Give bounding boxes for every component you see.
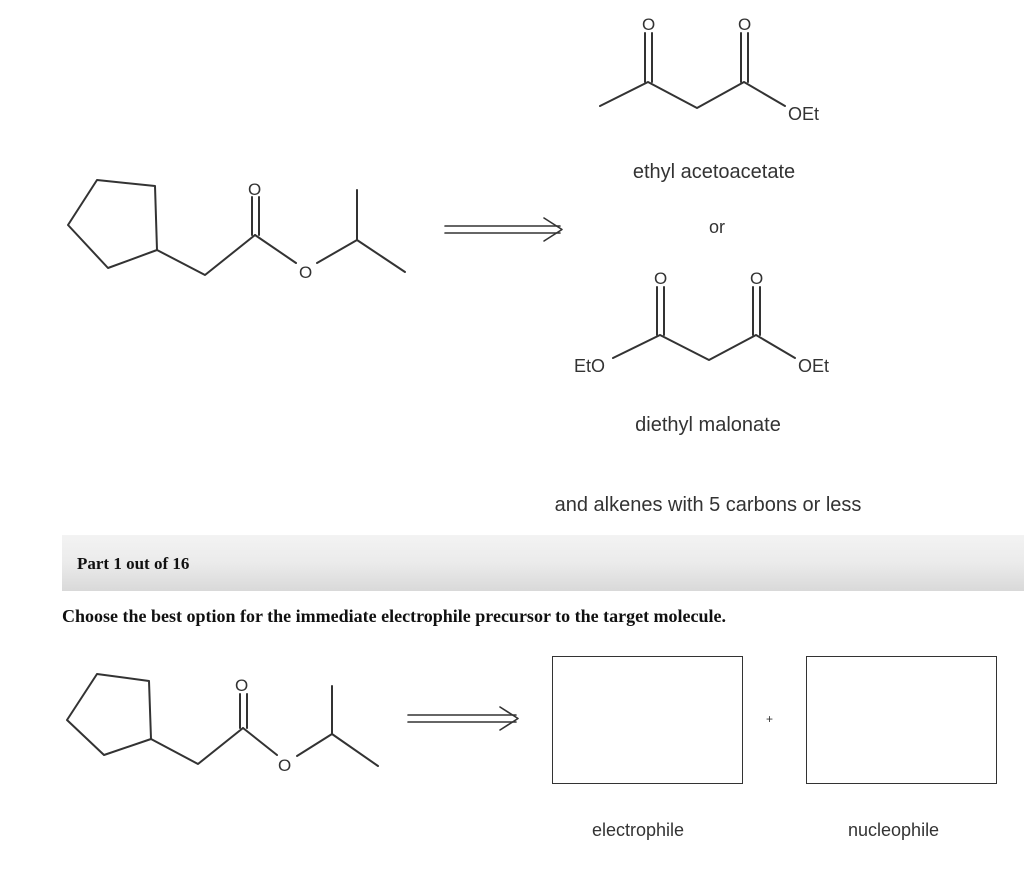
malonate-right-oxygen: O bbox=[750, 269, 763, 288]
nucleophile-label: nucleophile bbox=[848, 820, 940, 840]
diethyl-malonate-label: diethyl malonate bbox=[635, 414, 781, 436]
malonate-left-ethoxy-group: EtO bbox=[574, 356, 605, 376]
answer-cyclopentane-ring bbox=[66, 673, 152, 756]
malonate-chain bbox=[612, 334, 796, 361]
or-connector: or bbox=[709, 217, 725, 237]
ester-c-o-bond bbox=[254, 234, 297, 264]
alkyl-chain-bond bbox=[156, 234, 256, 276]
retrosynthesis-scheme: O O O O OEt ethyl acetoacetate or O O Et… bbox=[67, 15, 862, 516]
diethyl-malonate-structure bbox=[612, 286, 796, 361]
retrosynthesis-arrow bbox=[444, 217, 563, 242]
acetoacetate-ethoxy-group: OEt bbox=[788, 104, 819, 124]
alkene-restriction-note: and alkenes with 5 carbons or less bbox=[555, 494, 862, 516]
nucleophile-answer-box[interactable] bbox=[806, 656, 997, 784]
target-molecule-structure bbox=[67, 179, 406, 276]
answer-target-molecule: O O bbox=[66, 673, 519, 775]
answer-ester-oxygen: O bbox=[278, 756, 291, 775]
malonate-left-oxygen: O bbox=[654, 269, 667, 288]
electrophile-label: electrophile bbox=[592, 820, 685, 840]
plus-sign: + bbox=[766, 712, 774, 726]
acetoacetate-ketone-oxygen: O bbox=[642, 15, 655, 34]
isopropyl-bond-right bbox=[356, 239, 406, 273]
target-carbonyl-oxygen: O bbox=[248, 180, 261, 199]
ethyl-acetoacetate-structure bbox=[599, 32, 786, 109]
question-prompt: Choose the best option for the immediate… bbox=[62, 606, 727, 626]
ester-o-c-bond bbox=[316, 239, 358, 264]
part-title: Part 1 out of 16 bbox=[77, 554, 190, 573]
part-header-bar: Part 1 out of 16 bbox=[62, 535, 1024, 591]
answer-ester-c-o-bond bbox=[242, 727, 278, 756]
target-ester-oxygen: O bbox=[299, 263, 312, 282]
ethyl-acetoacetate-label: ethyl acetoacetate bbox=[633, 161, 795, 183]
electrophile-answer-box[interactable] bbox=[552, 656, 743, 784]
acetoacetate-chain bbox=[599, 81, 786, 109]
malonate-right-ethoxy-group: OEt bbox=[798, 356, 829, 376]
acetoacetate-ester-oxygen: O bbox=[738, 15, 751, 34]
answer-carbonyl-oxygen: O bbox=[235, 676, 248, 695]
answer-retrosynthesis-arrow bbox=[407, 706, 519, 731]
answer-ester-o-c-bond bbox=[296, 733, 333, 757]
answer-alkyl-chain-bond bbox=[150, 727, 244, 765]
cyclopentane-ring bbox=[67, 179, 158, 269]
